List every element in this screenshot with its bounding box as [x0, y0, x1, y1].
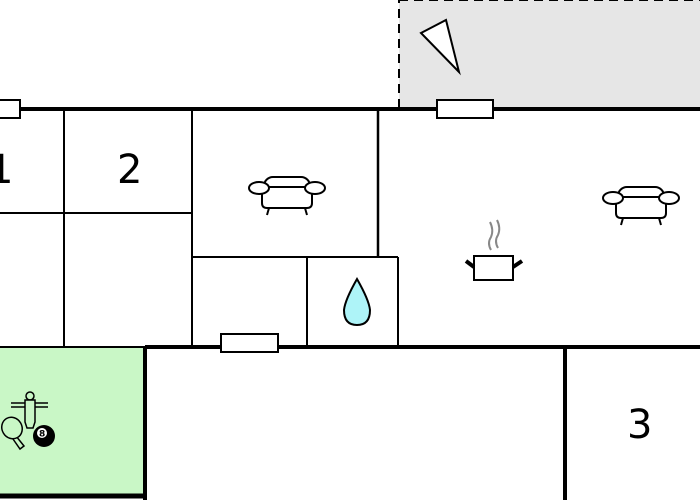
foosball-icon — [11, 391, 48, 429]
ping-pong-paddle-icon — [0, 416, 26, 451]
games-room — [0, 347, 145, 497]
billiard-ball-icon: 8 — [33, 425, 55, 447]
cooking-pot-icon — [464, 219, 524, 281]
sofa-icon — [602, 186, 680, 226]
room-label-2: 2 — [117, 147, 142, 193]
water-drop-icon — [342, 276, 372, 327]
sofa-icon — [248, 176, 326, 216]
window — [0, 99, 21, 119]
window — [436, 99, 494, 119]
walls — [0, 107, 700, 500]
ball-number: 8 — [39, 430, 45, 440]
room-label-3: 3 — [627, 402, 652, 448]
room-label-1: 1 — [0, 147, 13, 193]
window — [220, 333, 279, 353]
compass-north-icon — [419, 18, 461, 76]
